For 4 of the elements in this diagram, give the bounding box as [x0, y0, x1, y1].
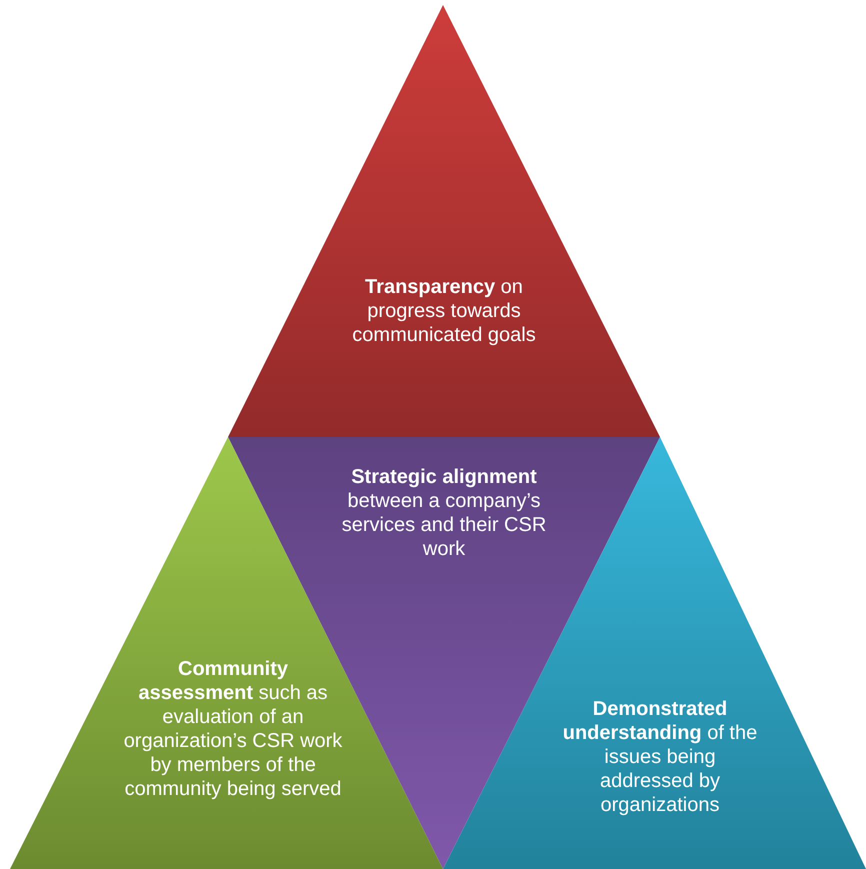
segment-text: Transparency on progress towards communicated goals: [351, 275, 537, 347]
segment-text: Strategic alignment between a company’s services and their CSR work: [340, 465, 548, 561]
segment-text: Community assessment such as evaluation of an organization’s CSR work by members of the community being served: [123, 657, 343, 801]
segment-text: Demonstrated understanding of the issues being addressed by organizations: [562, 697, 758, 817]
